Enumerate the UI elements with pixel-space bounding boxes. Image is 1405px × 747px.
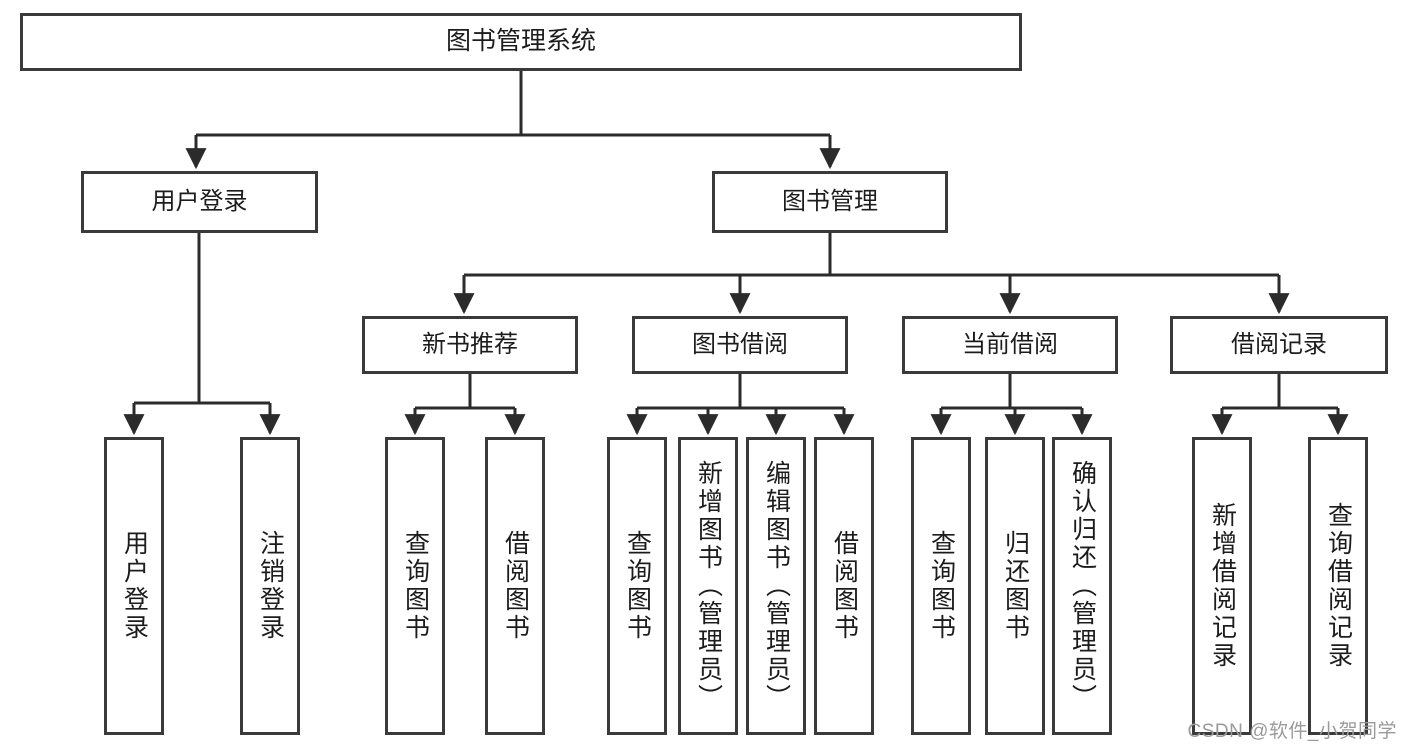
node-user-login-label: 用户登录 xyxy=(151,187,248,215)
node-leaf-borrow-book-2-label: 借阅图书 xyxy=(830,530,859,642)
node-leaf-add-record-label: 新增借阅记录 xyxy=(1208,502,1237,670)
node-user-login[interactable]: 用户登录 xyxy=(81,171,318,233)
node-leaf-logout[interactable]: 注销登录 xyxy=(240,437,300,735)
node-leaf-add-book-label: 新增图书（管理员） xyxy=(694,460,723,712)
node-leaf-user-login-label: 用户登录 xyxy=(120,530,149,642)
node-leaf-add-book[interactable]: 新增图书（管理员） xyxy=(678,437,738,735)
node-leaf-logout-label: 注销登录 xyxy=(256,530,285,642)
node-leaf-confirm-return-label: 确认归还（管理员） xyxy=(1068,460,1097,712)
node-leaf-borrow-book-1[interactable]: 借阅图书 xyxy=(485,437,545,735)
node-leaf-query-record-label: 查询借阅记录 xyxy=(1324,502,1353,670)
node-borrow-record-label: 借阅记录 xyxy=(1231,330,1327,358)
node-book-manage-label: 图书管理 xyxy=(782,187,878,215)
node-book-borrow[interactable]: 图书借阅 xyxy=(632,316,848,374)
node-leaf-borrow-book-2[interactable]: 借阅图书 xyxy=(814,437,874,735)
node-leaf-borrow-book-1-label: 借阅图书 xyxy=(501,530,530,642)
node-current-borrow[interactable]: 当前借阅 xyxy=(902,316,1118,374)
node-leaf-confirm-return[interactable]: 确认归还（管理员） xyxy=(1052,437,1112,735)
node-leaf-edit-book-label: 编辑图书（管理员） xyxy=(762,460,791,712)
node-leaf-user-login[interactable]: 用户登录 xyxy=(104,437,164,735)
node-book-manage[interactable]: 图书管理 xyxy=(712,171,948,233)
node-root-label: 图书管理系统 xyxy=(445,27,596,56)
node-leaf-query-record[interactable]: 查询借阅记录 xyxy=(1308,437,1368,735)
node-book-borrow-label: 图书借阅 xyxy=(692,330,788,358)
node-leaf-query-book-2-label: 查询图书 xyxy=(623,530,652,642)
node-leaf-query-book-1[interactable]: 查询图书 xyxy=(385,437,445,735)
node-leaf-edit-book[interactable]: 编辑图书（管理员） xyxy=(746,437,806,735)
node-new-book-rec[interactable]: 新书推荐 xyxy=(362,316,578,374)
node-current-borrow-label: 当前借阅 xyxy=(962,330,1058,358)
node-leaf-query-book-1-label: 查询图书 xyxy=(401,530,430,642)
node-leaf-query-book-3[interactable]: 查询图书 xyxy=(911,437,971,735)
node-leaf-query-book-2[interactable]: 查询图书 xyxy=(607,437,667,735)
node-leaf-query-book-3-label: 查询图书 xyxy=(927,530,956,642)
node-borrow-record[interactable]: 借阅记录 xyxy=(1170,316,1388,374)
node-leaf-return-book-label: 归还图书 xyxy=(1001,530,1030,642)
node-root[interactable]: 图书管理系统 xyxy=(20,13,1022,71)
node-leaf-return-book[interactable]: 归还图书 xyxy=(985,437,1045,735)
watermark: CSDN @软件_小贺同学 xyxy=(1187,721,1397,742)
node-leaf-add-record[interactable]: 新增借阅记录 xyxy=(1192,437,1252,735)
node-new-book-rec-label: 新书推荐 xyxy=(422,330,518,358)
